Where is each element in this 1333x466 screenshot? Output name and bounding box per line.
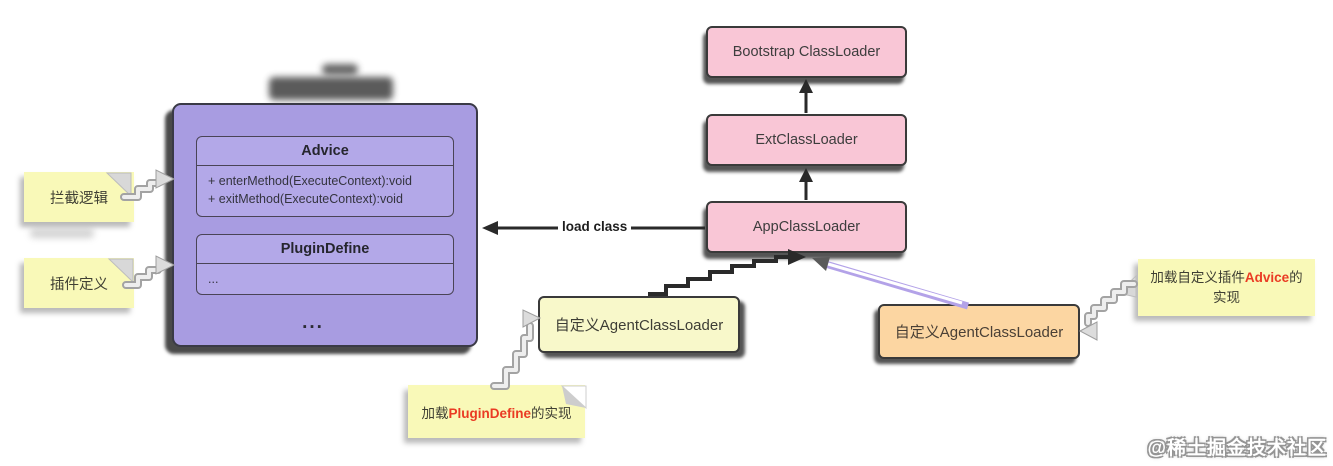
arrow-note-advice-impl-to-orange-loader [1078, 274, 1138, 341]
blurred-caption-smudge [269, 77, 393, 100]
note-plugin-definition: 插件定义 [24, 258, 134, 308]
highlight-advice: Advice [1244, 269, 1290, 285]
arrow-orange-loader-to-app [812, 257, 969, 310]
erased-text-smudge [30, 229, 94, 238]
note-text: 加载自定义插件Advice的实现 [1150, 269, 1303, 305]
arrow-app-to-ext [799, 168, 813, 200]
note-intercept-logic: 拦截逻辑 [24, 172, 134, 222]
node-label: 自定义AgentClassLoader [554, 317, 724, 334]
advice-class-methods: + enterMethod(ExecuteContext):void + exi… [197, 166, 453, 208]
note-load-advice: 加载自定义插件Advice的实现 [1138, 259, 1315, 316]
node-custom-agentclassloader-plugindefine: 自定义AgentClassLoader [538, 296, 740, 353]
note-text: 拦截逻辑 [50, 190, 108, 207]
advice-class-title: Advice [197, 137, 453, 166]
juejin-watermark: @稀土掘金技术社区 [1147, 438, 1327, 459]
plugindefine-class-body: ... [208, 272, 219, 286]
node-custom-agentclassloader-advice: 自定义AgentClassLoader [878, 304, 1080, 359]
note-load-plugindefine: 加载PluginDefine的实现 [408, 385, 585, 438]
plugindefine-class-title: PluginDefine [197, 235, 453, 264]
arrow-note-plugindefine-impl-to-yellow-loader [490, 309, 542, 390]
note-text: 加载PluginDefine的实现 [421, 405, 572, 421]
node-ext-classloader: ExtClassLoader [706, 114, 907, 166]
node-label: 自定义AgentClassLoader [894, 324, 1064, 341]
arrow-ext-to-bootstrap [799, 79, 813, 113]
edge-label-load-class: load class [558, 218, 632, 235]
package-ellipsis: ... [302, 312, 324, 333]
advice-method-exit: + exitMethod(ExecuteContext):void [208, 192, 403, 207]
node-label: Bootstrap ClassLoader [732, 44, 881, 60]
highlight-plugindefine: PluginDefine [448, 405, 531, 421]
node-bootstrap-classloader: Bootstrap ClassLoader [706, 26, 907, 78]
node-app-classloader: AppClassLoader [706, 201, 907, 253]
agent-package-box: Advice + enterMethod(ExecuteContext):voi… [172, 103, 478, 347]
plugindefine-class-box: PluginDefine ... [196, 234, 454, 295]
note-text: 插件定义 [50, 276, 108, 293]
blurred-caption-smudge [322, 64, 358, 75]
node-label: AppClassLoader [752, 219, 861, 235]
advice-class-box: Advice + enterMethod(ExecuteContext):voi… [196, 136, 454, 217]
arrow-yellow-loader-to-app [648, 249, 806, 296]
node-label: ExtClassLoader [755, 132, 858, 148]
advice-method-enter: + enterMethod(ExecuteContext):void [208, 174, 412, 188]
